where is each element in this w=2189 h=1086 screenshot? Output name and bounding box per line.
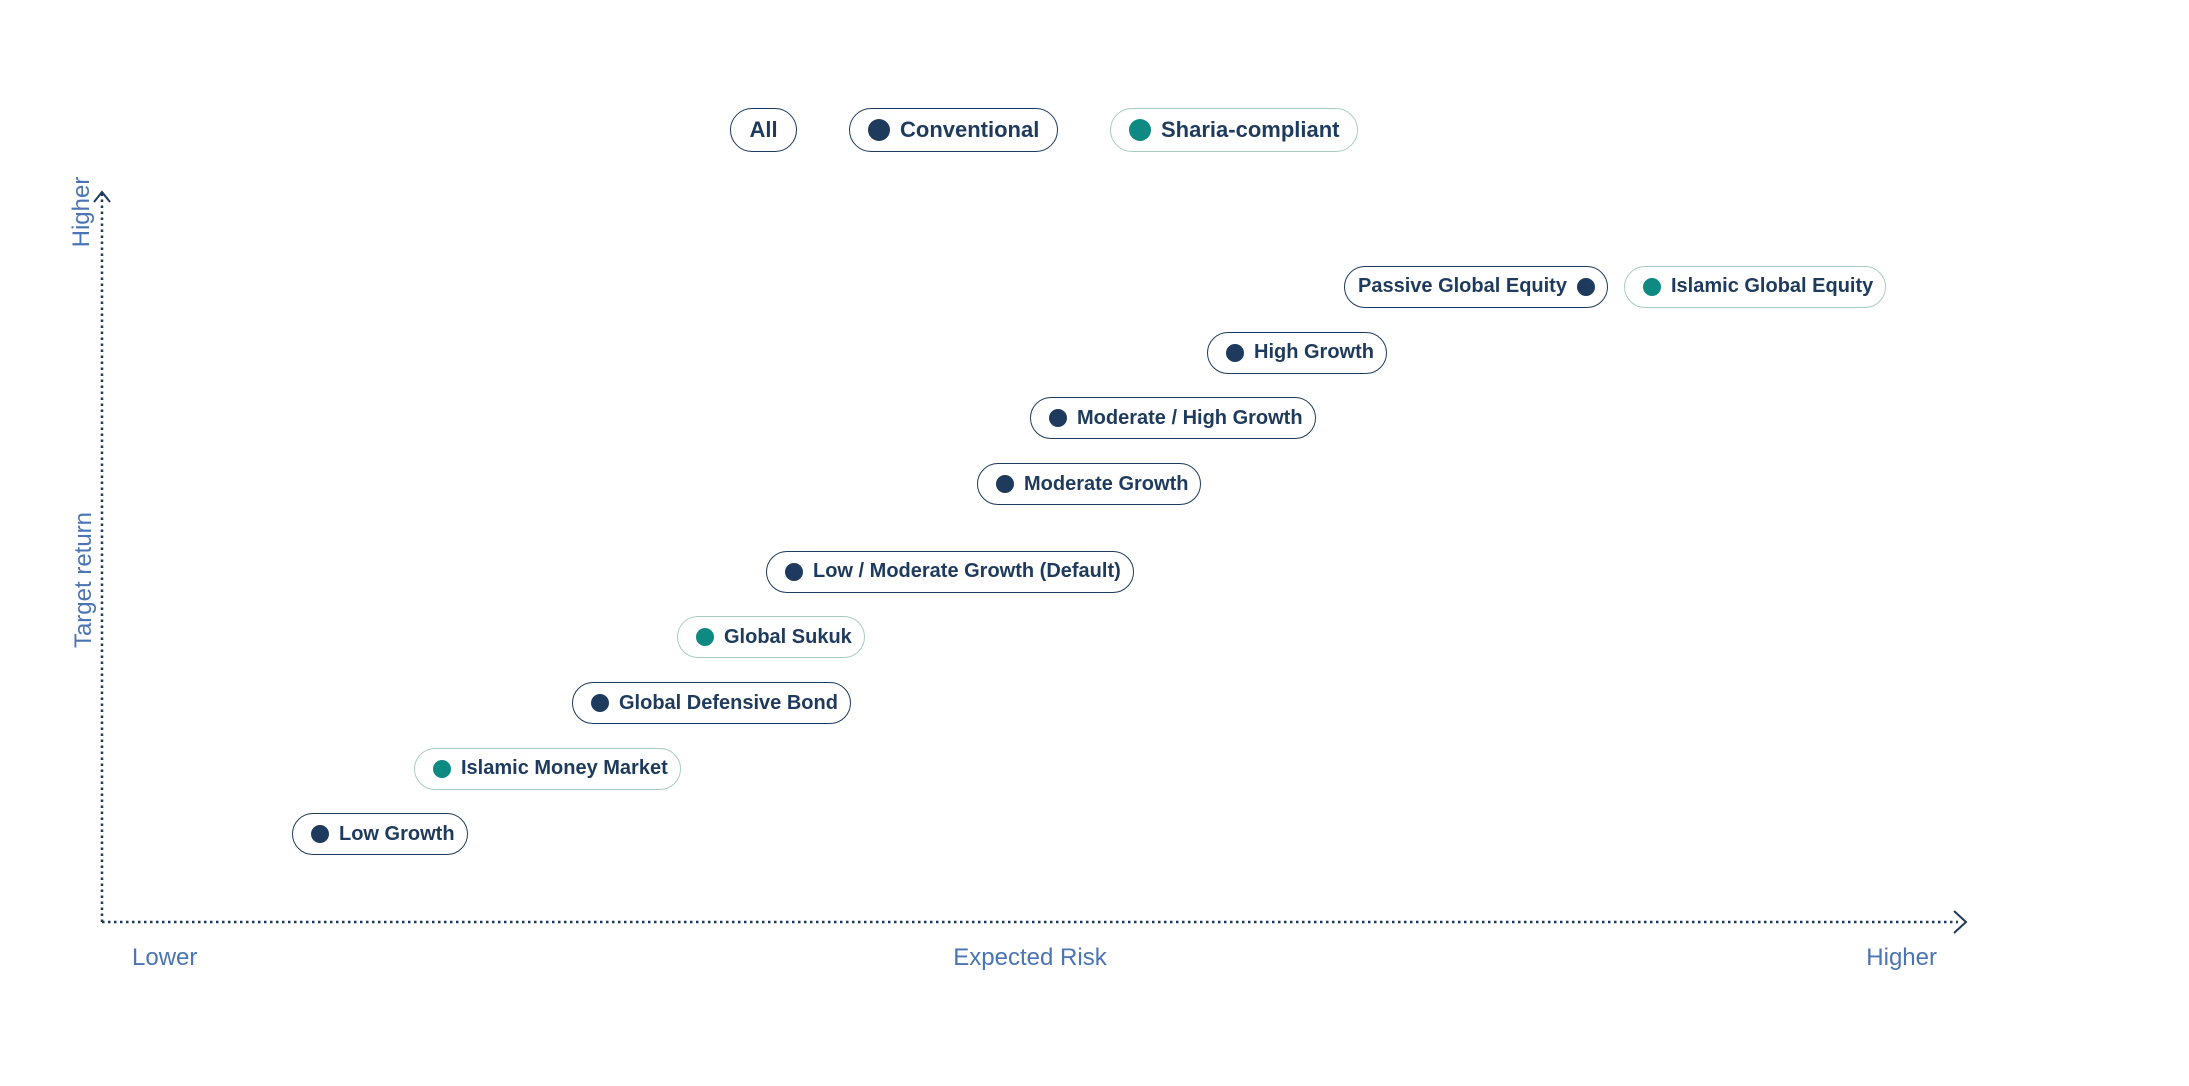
y-axis-title: Target return [70, 511, 97, 649]
x-axis-arrow [1953, 910, 1968, 934]
filter-conventional-label: Conventional [900, 117, 1040, 142]
fund-point-low-growth[interactable]: Low Growth [292, 813, 468, 856]
y-axis-arrow [93, 190, 111, 203]
fund-point-moderate-growth[interactable]: Moderate Growth [977, 463, 1202, 505]
sharia-dot-icon [433, 759, 451, 778]
fund-point-high-growth[interactable]: High Growth [1207, 331, 1387, 374]
fund-point-passive-global-equity[interactable]: Passive Global Equity [1344, 265, 1608, 308]
fund-point-label: Low Growth [339, 822, 455, 845]
fund-point-label: Passive Global Equity [1358, 275, 1567, 298]
x-axis-tick-lower: Lower [132, 944, 198, 971]
fund-point-global-defensive-bond[interactable]: Global Defensive Bond [572, 682, 851, 724]
conventional-dot-icon [591, 694, 609, 712]
sharia-dot-icon [1129, 119, 1151, 141]
fund-point-label: Moderate Growth [1024, 472, 1189, 495]
fund-point-label: High Growth [1254, 341, 1374, 364]
conventional-dot-icon [1049, 409, 1067, 428]
filter-sharia-button[interactable]: Sharia-compliant [1110, 108, 1358, 152]
conventional-dot-icon [311, 825, 329, 844]
y-axis-tick-higher: Higher [68, 176, 95, 248]
fund-point-label: Global Sukuk [724, 625, 852, 648]
fund-point-label: Islamic Global Equity [1671, 275, 1874, 298]
fund-point-label: Moderate / High Growth [1077, 406, 1303, 429]
x-axis-tick-higher: Higher [1866, 944, 1937, 971]
filter-bar: All Conventional Sharia-compliant [0, 108, 2189, 154]
conventional-dot-icon [785, 562, 803, 581]
fund-point-islamic-money-market[interactable]: Islamic Money Market [414, 747, 681, 790]
sharia-dot-icon [696, 628, 714, 647]
filter-sharia-label: Sharia-compliant [1161, 117, 1340, 142]
conventional-dot-icon [868, 119, 890, 141]
fund-point-islamic-global-equity[interactable]: Islamic Global Equity [1624, 265, 1887, 308]
fund-point-low-moderate-growth-default[interactable]: Low / Moderate Growth (Default) [766, 550, 1134, 593]
fund-point-global-sukuk[interactable]: Global Sukuk [677, 616, 865, 659]
conventional-dot-icon [1576, 277, 1595, 296]
conventional-dot-icon [1226, 343, 1244, 362]
filter-all-label: All [749, 117, 778, 142]
sharia-dot-icon [1643, 277, 1661, 296]
fund-point-label: Global Defensive Bond [619, 691, 838, 714]
filter-conventional-button[interactable]: Conventional [849, 108, 1058, 152]
fund-point-label: Islamic Money Market [461, 757, 668, 780]
filter-all-button[interactable]: All [730, 108, 797, 152]
conventional-dot-icon [996, 475, 1014, 493]
fund-point-label: Low / Moderate Growth (Default) [813, 560, 1121, 583]
x-axis-title: Expected Risk [953, 944, 1107, 971]
fund-point-moderate-high-growth[interactable]: Moderate / High Growth [1030, 397, 1316, 440]
